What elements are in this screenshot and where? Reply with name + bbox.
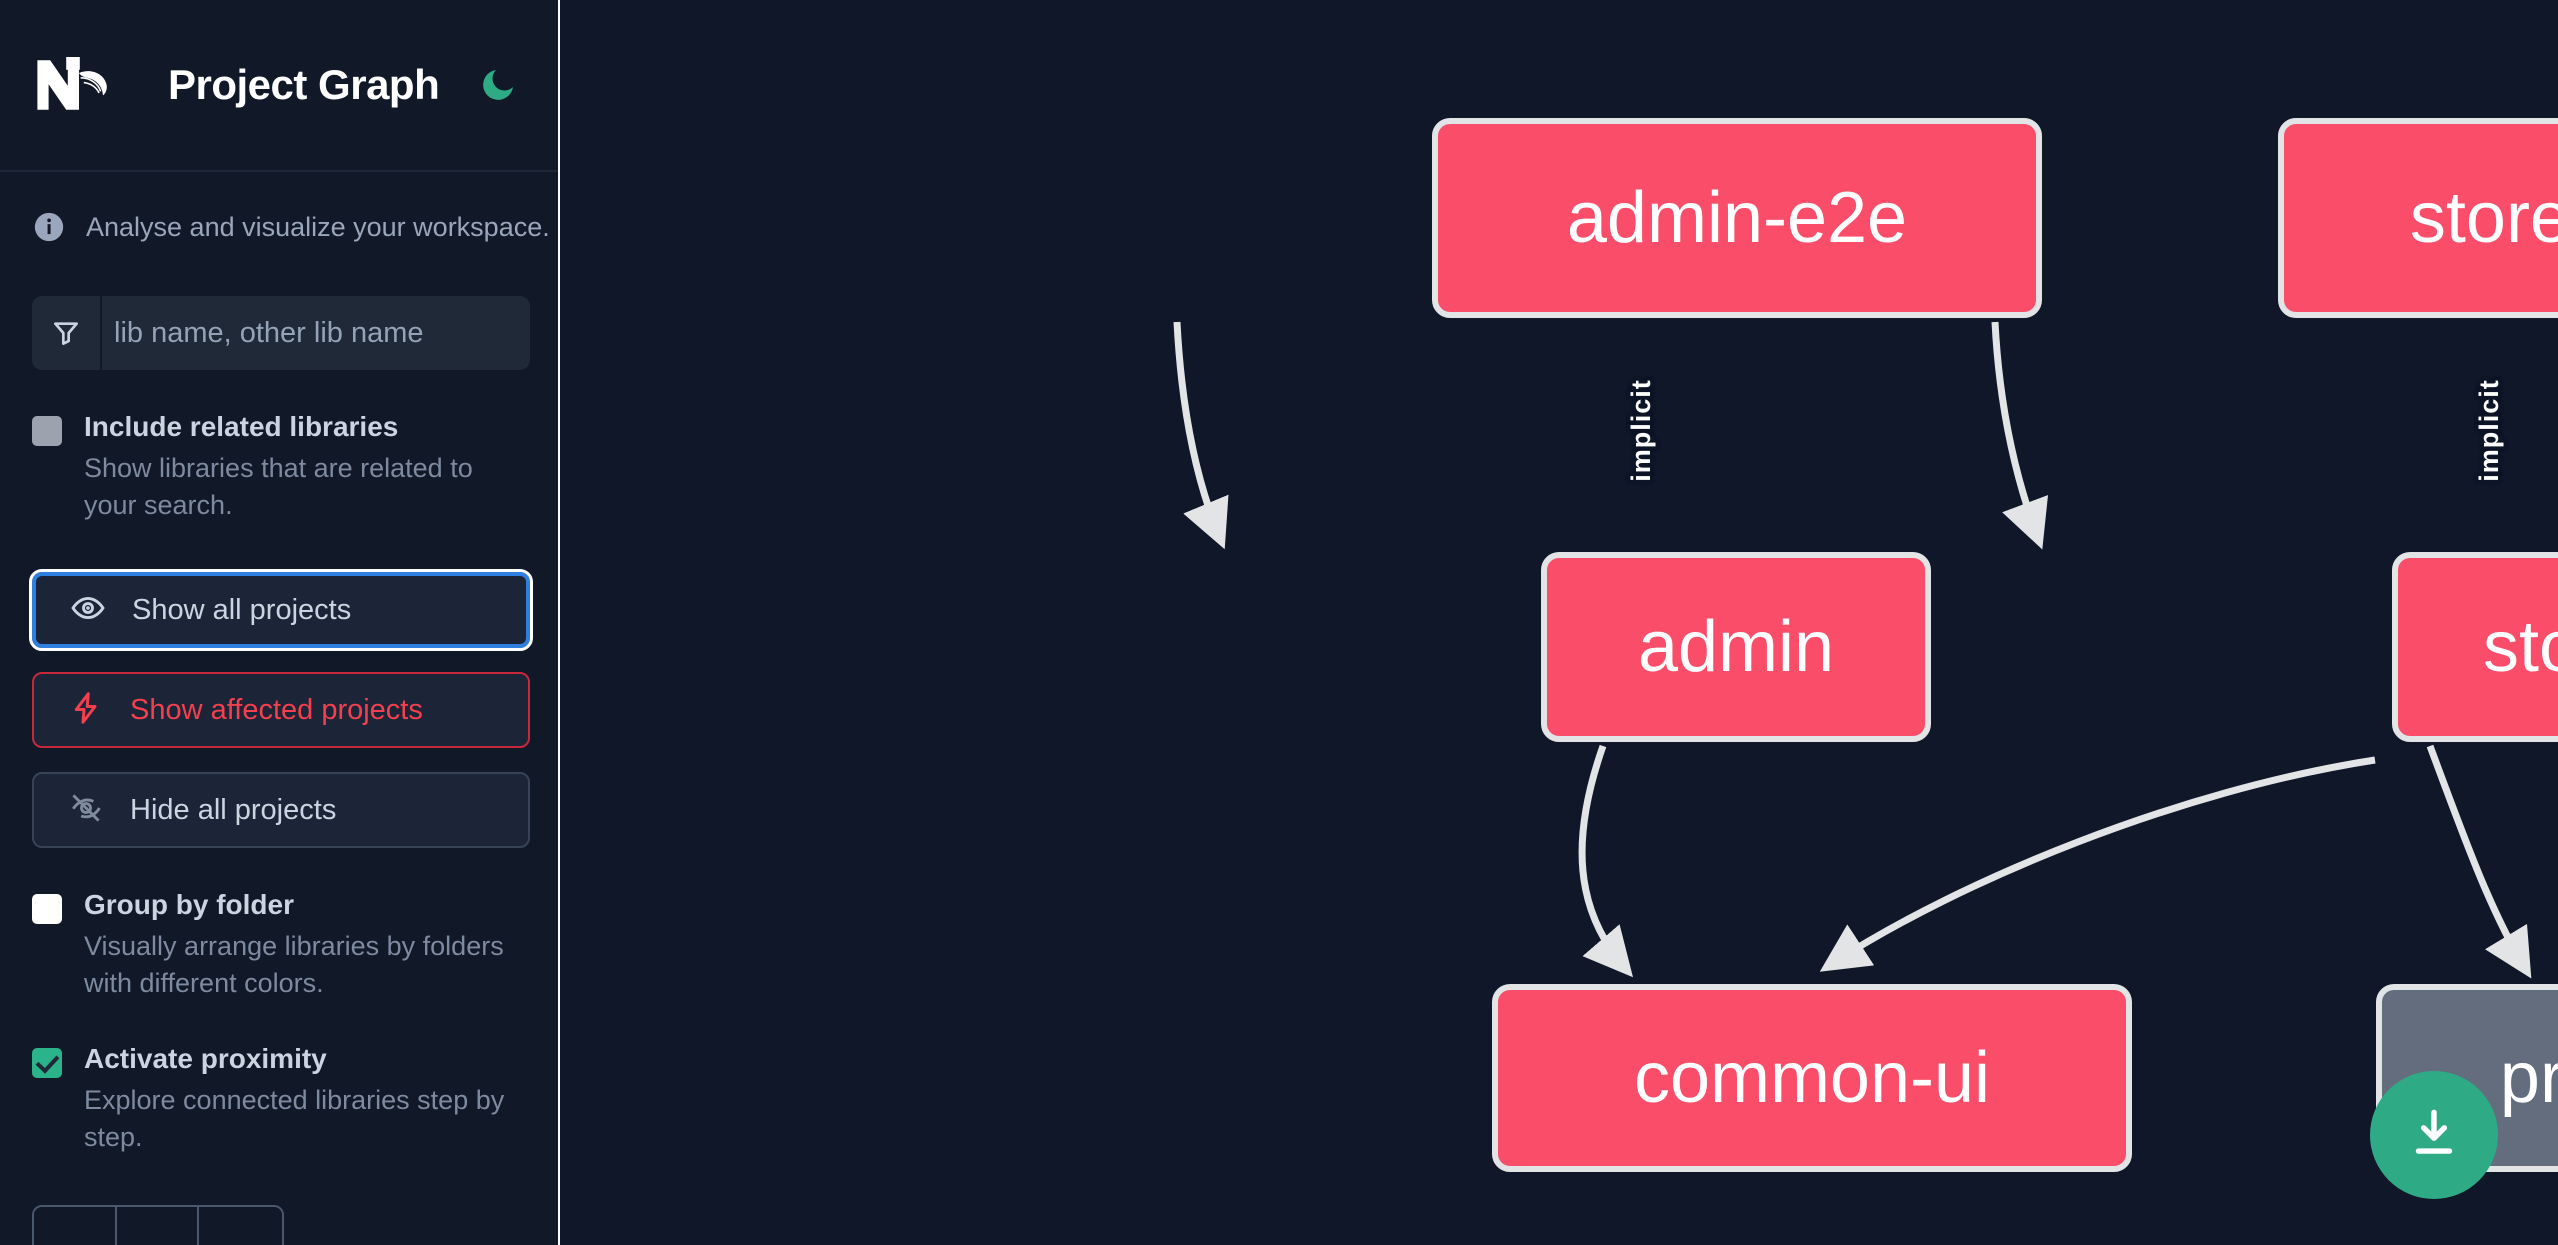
proximity-step-decrease[interactable] — [34, 1207, 117, 1245]
graph-node-admin[interactable]: admin — [1541, 552, 1931, 742]
hide-all-projects-button[interactable]: Hide all projects — [32, 772, 530, 849]
show-affected-projects-label: Show affected projects — [130, 693, 423, 726]
proximity-step-control[interactable] — [32, 1205, 284, 1245]
graph-node-label: store — [2482, 607, 2558, 687]
edge-store-products — [2426, 744, 2532, 979]
sidebar-info: Analyse and visualize your workspace. — [0, 172, 560, 244]
graph-edges — [1173, 321, 2532, 979]
option-description: Show libraries that are related to your … — [84, 452, 473, 520]
download-button[interactable] — [2370, 1071, 2498, 1199]
lightning-bolt-icon — [68, 690, 104, 731]
nx-logo — [30, 49, 128, 121]
edge-admin-e2e-admin — [1173, 321, 1229, 550]
sidebar-info-text: Analyse and visualize your workspace. — [86, 211, 550, 242]
option-description: Explore connected libraries step by step… — [84, 1084, 505, 1153]
show-all-projects-label: Show all projects — [132, 593, 352, 626]
moon-icon[interactable] — [475, 62, 521, 108]
option-include-related-libraries[interactable]: Include related libraries Show libraries… — [0, 410, 560, 524]
sidebar: Project Graph Analyse and visualize your… — [0, 0, 560, 1245]
edge-store-e2e-store — [1991, 321, 2049, 550]
filter-icon — [32, 296, 102, 370]
sidebar-button-group: Show all projects Show affected projects — [29, 569, 533, 849]
option-title: Group by folder — [84, 889, 294, 921]
info-icon — [32, 210, 66, 244]
proximity-step-increase[interactable] — [199, 1207, 282, 1245]
hide-all-projects-label: Hide all projects — [130, 793, 337, 826]
graph-node-label: admin — [1637, 607, 1835, 687]
option-group-by-folder[interactable]: Group by folder Visually arrange librari… — [0, 888, 560, 1002]
edge-store-common-ui — [1819, 756, 2376, 972]
graph-node-label: store-e2e — [2409, 178, 2558, 258]
option-activate-proximity[interactable]: Activate proximity Explore connected lib… — [0, 1042, 560, 1156]
show-all-projects-button[interactable]: Show all projects — [29, 569, 533, 652]
graph-canvas[interactable]: implicit implicit admin-e2e store-e2e ad… — [560, 0, 2558, 1245]
option-description: Visually arrange libraries by folders wi… — [84, 930, 504, 998]
graph-node-store[interactable]: store — [2392, 552, 2558, 742]
graph-node-label: admin-e2e — [1566, 178, 1908, 258]
graph-node-label: products — [2499, 1038, 2558, 1118]
graph-node-store-e2e[interactable]: store-e2e — [2278, 118, 2558, 318]
option-title: Activate proximity — [84, 1043, 327, 1075]
show-affected-projects-button[interactable]: Show affected projects — [32, 672, 530, 749]
option-title: Include related libraries — [84, 411, 399, 442]
graph-node-label: common-ui — [1633, 1038, 1991, 1118]
search-input[interactable] — [102, 296, 530, 370]
checkbox-include-related-libraries[interactable] — [32, 416, 62, 446]
graph-node-admin-e2e[interactable]: admin-e2e — [1432, 118, 2042, 318]
checkbox-activate-proximity[interactable] — [32, 1048, 62, 1079]
sidebar-header: Project Graph — [0, 0, 560, 172]
eye-off-icon — [68, 790, 104, 831]
proximity-step-value[interactable] — [116, 1207, 200, 1245]
graph-node-common-ui[interactable]: common-ui — [1492, 984, 2132, 1172]
checkbox-group-by-folder[interactable] — [32, 894, 62, 925]
download-icon — [2403, 1102, 2465, 1169]
page-title: Project Graph — [168, 61, 440, 108]
edge-admin-common-ui — [1578, 744, 1633, 978]
search-bar[interactable] — [32, 296, 530, 370]
sidebar-scrollbar[interactable] — [558, 0, 560, 1245]
eye-icon — [70, 590, 106, 631]
